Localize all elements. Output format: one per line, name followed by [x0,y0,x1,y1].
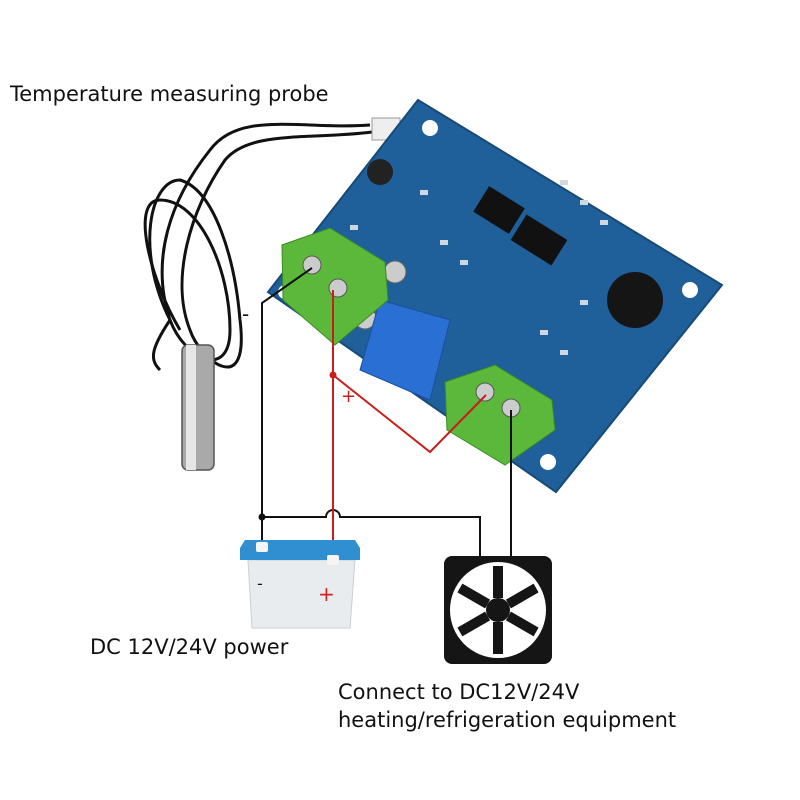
wire-junction [258,513,266,521]
negative-wire-label: - [242,302,250,326]
wire-junction [329,371,337,379]
chip [473,186,525,234]
equipment-label-line1: Connect to DC12V/24V [338,680,580,704]
battery-plus-label: + [318,582,335,606]
chip [510,214,568,266]
battery-minus-label: - [257,574,263,593]
power-label: DC 12V/24V power [90,635,289,659]
thermostat-board [266,98,724,494]
capacitor [367,159,393,185]
temperature-probe [143,122,373,471]
positive-relay-wire [332,374,487,454]
common-wire [262,509,481,556]
equipment-label-line2: heating/refrigeration equipment [338,708,677,732]
fan-icon [444,556,552,664]
load-terminal-block [444,364,556,466]
power-terminal-block [281,227,389,346]
probe-label: Temperature measuring probe [10,82,329,106]
positive-wire-label: + [341,386,357,407]
negative-wire [261,267,313,548]
relay [359,299,451,401]
battery-icon [240,540,360,629]
buzzer [607,272,663,328]
